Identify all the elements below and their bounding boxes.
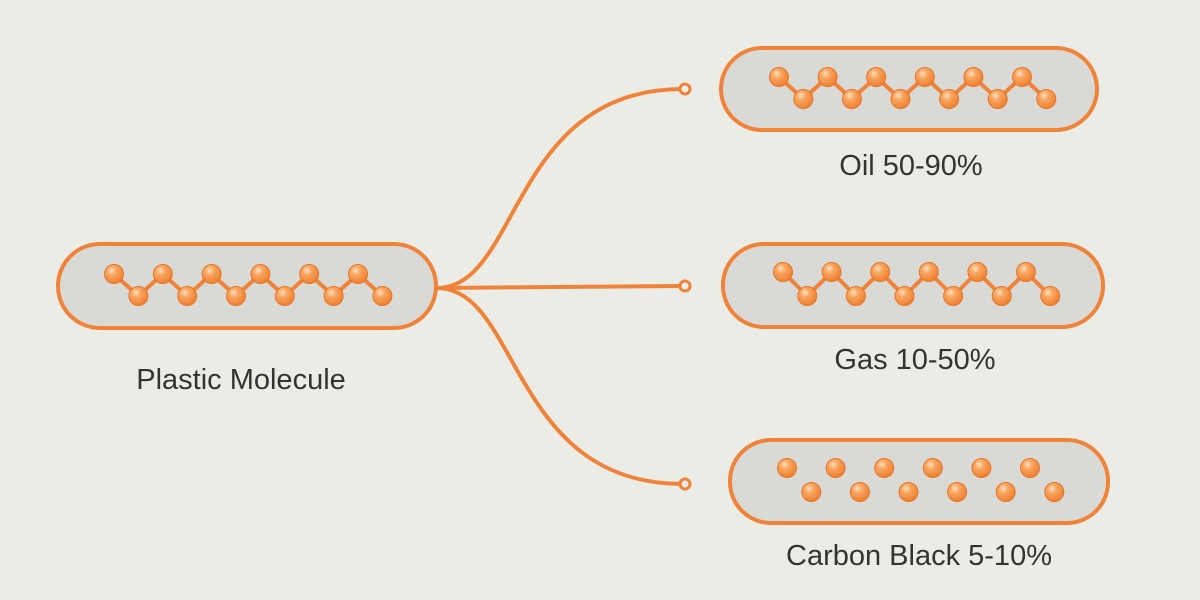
atom [947, 482, 968, 502]
atom [1016, 262, 1036, 282]
atom [914, 67, 935, 87]
atom [177, 286, 198, 306]
atom [152, 264, 173, 284]
atom [274, 286, 295, 306]
capsule-source [56, 242, 438, 330]
atom [104, 264, 124, 284]
atom [967, 262, 988, 282]
atom [801, 482, 822, 502]
atom [128, 286, 149, 306]
atom [226, 286, 246, 306]
atom [1012, 67, 1032, 87]
atom [250, 264, 271, 284]
atom [777, 458, 797, 478]
atom [817, 67, 838, 87]
atom [1020, 458, 1040, 478]
atom [971, 458, 992, 478]
atom [963, 67, 984, 87]
molecule-chain-oil [769, 67, 1057, 109]
atom [987, 89, 1008, 109]
atom [995, 482, 1016, 502]
atom [939, 89, 960, 109]
connector-endpoints [678, 82, 692, 491]
capsule-gas [721, 242, 1105, 329]
atom [922, 458, 943, 478]
connector-to-gas [435, 284, 685, 290]
atom [894, 286, 915, 306]
atom [323, 286, 344, 306]
atom [866, 67, 887, 87]
atom [1036, 89, 1057, 109]
connector-to-oil [435, 87, 685, 290]
connector-to-carbon [435, 286, 685, 486]
product-label-oil: Oil 50-90% [839, 150, 983, 182]
atom [372, 286, 393, 306]
atom [769, 67, 789, 87]
atom [845, 286, 866, 306]
product-label-carbon: Carbon Black 5-10% [786, 540, 1052, 572]
atom [898, 482, 919, 502]
atom [890, 89, 911, 109]
branch-connectors [435, 87, 685, 486]
capsule-carbon [728, 438, 1110, 525]
atom [201, 264, 222, 284]
atom [870, 262, 891, 282]
endpoint-carbon [678, 477, 692, 491]
molecule-chain-gas [773, 262, 1061, 306]
atom [797, 286, 818, 306]
atom [991, 286, 1012, 306]
atom [849, 482, 870, 502]
atom [918, 262, 939, 282]
atom [841, 89, 862, 109]
atom [348, 264, 368, 284]
source-label: Plastic Molecule [136, 364, 346, 396]
atom [1040, 286, 1061, 306]
capsule-oil [719, 46, 1099, 132]
atom [943, 286, 964, 306]
endpoint-oil [678, 82, 692, 96]
atom [793, 89, 814, 109]
molecule-separated-carbon [777, 458, 1065, 502]
molecule-chain-source [104, 264, 393, 306]
atom [821, 262, 842, 282]
atom [825, 458, 846, 478]
atom [874, 458, 895, 478]
atom [299, 264, 320, 284]
product-label-gas: Gas 10-50% [834, 344, 996, 376]
atom [773, 262, 793, 282]
endpoint-gas [678, 279, 692, 293]
atom [1044, 482, 1065, 502]
